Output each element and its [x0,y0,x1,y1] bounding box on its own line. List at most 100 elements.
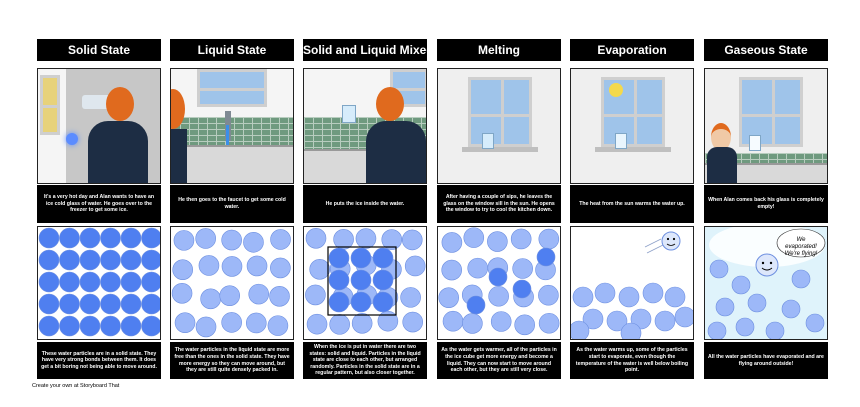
gas-particles-svg: We evaporated! We're flying! [707,227,826,339]
liquid-particle [538,284,559,306]
liquid-particle [512,258,533,279]
panel-melting: Melting After having a couple of sips, h… [437,39,561,379]
solid-particle [79,315,101,337]
panel-evaporation: Evaporation The heat from the sun warms … [570,39,694,379]
scene-caption: He puts the ice inside the water. [303,185,427,223]
liquid-particle [654,310,676,332]
solid-particle [372,269,394,291]
liquid-particle [351,312,373,334]
alan-figure [171,89,187,183]
solid-particle [59,249,80,271]
panel-title: Solid and Liquid Mixed [303,39,427,61]
scene-ice-in-water [303,68,427,184]
solid-particle [59,293,80,315]
liquid-particle [538,228,560,250]
panel-title: Gaseous State [704,39,828,61]
liquid-particle [198,255,220,276]
liquid-particle [219,285,241,306]
window [40,75,60,135]
alan-figure [366,87,426,183]
liquid-particle [674,306,693,328]
solid-particle [120,249,142,271]
solid-particle [466,295,486,315]
ice-tray [82,95,110,109]
solid-particle [38,249,60,271]
liquid-particle [441,259,463,281]
scene-faucet [170,68,294,184]
liquid-particle [620,322,642,339]
mixed-particles-svg [305,228,426,335]
panel-title: Solid State [37,39,161,61]
liquid-particle [221,256,243,277]
particle-box-solid [37,226,161,340]
liquid-particle [329,314,350,335]
liquid-particle [582,308,604,330]
liquid-particle [618,286,640,308]
liquid-particle [221,229,242,251]
panel-title: Evaporation [570,39,694,61]
gas-particle [715,297,735,317]
solid-particle [59,315,80,337]
panel-title: Melting [437,39,561,61]
panel-solid-liquid-mixed: Solid and Liquid Mixed He puts the ice i… [303,39,427,379]
liquid-particle [664,286,686,308]
solid-particle [120,227,142,249]
evaporation-particles-svg [571,231,693,339]
bubble-text-line1: We [797,237,807,243]
liquid-particle [245,312,267,334]
liquid-particle [174,312,196,333]
solid-particle [38,271,60,293]
speech-bubble: We evaporated! We're flying! [776,228,826,258]
solid-particle [536,247,556,267]
ice-cube-outline [327,246,397,316]
solid-particle [141,271,160,293]
gas-particle [765,321,785,339]
liquid-particle [248,283,270,305]
liquid-particle [381,229,403,250]
glass [342,105,356,123]
liquid-particle [571,320,590,339]
liquid-particle [441,232,463,253]
gas-particle [791,269,811,289]
glass [615,133,627,149]
melting-particles-svg [438,227,560,336]
solid-particle [100,249,121,271]
panel-title: Liquid State [170,39,294,61]
particle-caption: The water particles in the liquid state … [170,342,294,379]
solid-particle [120,293,142,315]
gas-particle [707,321,727,339]
solid-particle [38,293,60,315]
sink-counter [171,145,293,183]
scene-sun-warms [570,68,694,184]
particle-box-evaporation [570,226,694,340]
liquid-particle [488,285,509,307]
solid-particle [100,227,121,249]
alan-figure [707,123,737,183]
solid-particle [141,249,160,271]
liquid-particle [467,257,489,279]
gas-particle [731,275,751,295]
window [197,69,267,107]
ice-in-hand [66,133,78,145]
solid-particle [79,271,101,293]
solid-particle [100,315,121,337]
panel-gaseous-state: Gaseous State When Alan comes back his g… [704,39,828,379]
liquid-particle [642,282,664,304]
solid-particle [100,293,121,315]
particle-box-liquid [170,226,294,340]
empty-glass [749,135,761,151]
liquid-particle [270,257,291,279]
liquid-particle [404,255,426,277]
happy-particle [755,253,779,277]
window-sill [462,147,538,152]
gas-particle [747,293,767,313]
open-window [468,77,532,147]
liquid-particle [243,231,264,253]
window-sill [595,147,671,152]
solid-particle [38,227,60,249]
gas-particle [709,259,729,279]
water-stream [226,125,229,147]
particle-box-gas: We evaporated! We're flying! [704,226,828,340]
storyboard-credit[interactable]: Create your own at Storyboard That [32,383,120,389]
liquid-particle [400,287,421,308]
